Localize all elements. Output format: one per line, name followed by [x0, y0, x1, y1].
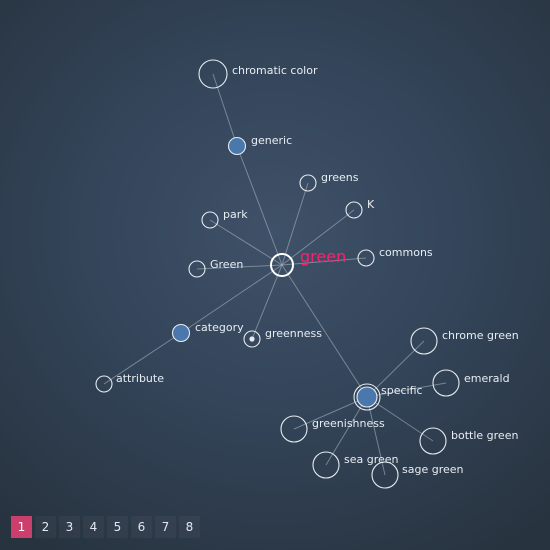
- edge-chromatic-color-to-generic: [212, 73, 238, 147]
- edge-category-to-green: [180, 264, 283, 334]
- node-label: category: [195, 321, 244, 334]
- node-label: sea green: [344, 453, 399, 466]
- node-label: greens: [321, 171, 359, 184]
- node-sage-green[interactable]: sage green: [371, 461, 464, 489]
- node-circle: [198, 59, 228, 89]
- node-attribute[interactable]: attribute: [95, 372, 164, 393]
- page-button-4[interactable]: 4: [83, 516, 104, 538]
- node-label: green: [300, 247, 346, 266]
- node-circle: [201, 211, 219, 229]
- node-label: emerald: [464, 372, 510, 385]
- node-circle: [371, 461, 399, 489]
- node-circle: [419, 427, 447, 455]
- node-circle: [312, 451, 340, 479]
- node-circle: [227, 136, 247, 156]
- node-category[interactable]: category: [171, 321, 245, 343]
- node-circle: [270, 253, 294, 277]
- node-circle: [171, 323, 191, 343]
- page-button-7[interactable]: 7: [155, 516, 176, 538]
- edge-specific-to-green: [281, 264, 368, 398]
- node-label: specific: [381, 384, 423, 397]
- node-label: bottle green: [451, 429, 518, 442]
- node-chrome-green[interactable]: chrome green: [410, 327, 519, 355]
- node-park[interactable]: park: [201, 208, 248, 229]
- node-generic[interactable]: generic: [227, 134, 293, 156]
- node-k[interactable]: K: [345, 198, 375, 219]
- node-label: greenishness: [312, 417, 385, 430]
- edge-greenness-to-green: [251, 264, 283, 340]
- node-greenness[interactable]: greenness: [243, 327, 322, 348]
- node-circle: [299, 174, 317, 192]
- node-circle: [356, 386, 378, 408]
- edge-park-to-green: [209, 219, 283, 266]
- node-greenishness[interactable]: greenishness: [280, 415, 385, 443]
- node-label: park: [223, 208, 248, 221]
- node-chromatic-color[interactable]: chromatic color: [198, 59, 318, 89]
- node-sea-green[interactable]: sea green: [312, 451, 399, 479]
- node-circle: [345, 201, 363, 219]
- node-circle: [357, 249, 375, 267]
- node-label: generic: [251, 134, 292, 147]
- node-label: attribute: [116, 372, 164, 385]
- node-label: chrome green: [442, 329, 519, 342]
- node-green[interactable]: green: [270, 247, 346, 277]
- node-label: greenness: [265, 327, 322, 340]
- node-green-cap[interactable]: Green: [188, 258, 243, 278]
- page-button-6[interactable]: 6: [131, 516, 152, 538]
- page-button-8[interactable]: 8: [179, 516, 200, 538]
- edge-generic-to-green: [236, 145, 283, 266]
- node-label: chromatic color: [232, 64, 318, 77]
- node-circle: [243, 330, 261, 348]
- node-bottle-green[interactable]: bottle green: [419, 427, 518, 455]
- node-greens[interactable]: greens: [299, 171, 359, 192]
- node-dot: [249, 336, 255, 342]
- page-button-2[interactable]: 2: [35, 516, 56, 538]
- node-specific[interactable]: specific: [353, 383, 423, 411]
- node-emerald[interactable]: emerald: [432, 369, 510, 397]
- edge-greens-to-green: [281, 182, 309, 266]
- pagination: 1 2 3 4 5 6 7 8: [11, 516, 200, 538]
- page-button-5[interactable]: 5: [107, 516, 128, 538]
- edge-commons-to-green: [281, 257, 367, 266]
- node-commons[interactable]: commons: [357, 246, 433, 267]
- edge-k-to-green: [281, 209, 355, 266]
- page-button-3[interactable]: 3: [59, 516, 80, 538]
- node-label: sage green: [402, 463, 464, 476]
- node-circle: [188, 260, 206, 278]
- page-button-1[interactable]: 1: [11, 516, 32, 538]
- edge-green-cap-to-green: [196, 264, 283, 270]
- node-circle: [410, 327, 438, 355]
- node-circle: [280, 415, 308, 443]
- node-circle: [95, 375, 113, 393]
- node-label: commons: [379, 246, 433, 259]
- node-label: Green: [210, 258, 243, 271]
- node-ring: [353, 383, 381, 411]
- node-circle: [432, 369, 460, 397]
- edge-attribute-to-category: [103, 332, 182, 385]
- node-label: K: [367, 198, 375, 211]
- nodes: green chromatic color generic greensKparkGr…: [95, 59, 519, 489]
